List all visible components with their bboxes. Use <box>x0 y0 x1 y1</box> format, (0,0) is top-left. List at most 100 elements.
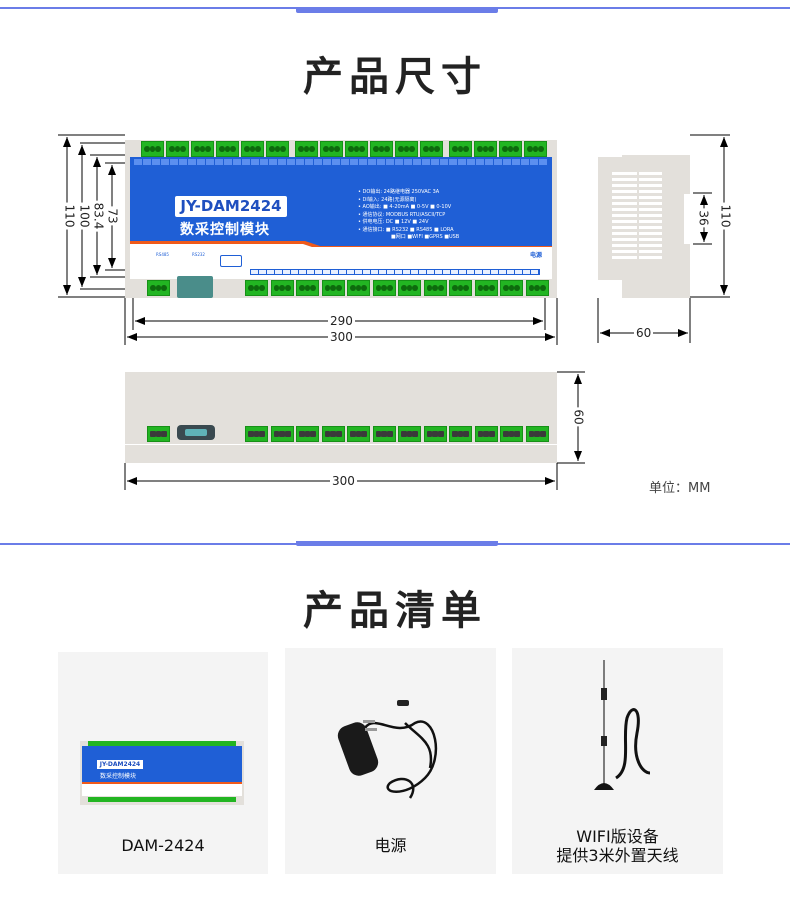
terminal-block <box>270 426 294 442</box>
terminal-block <box>191 141 214 157</box>
terminal-block <box>245 426 268 442</box>
dim-height-73: 73 <box>105 206 120 226</box>
front-terminal-row <box>125 425 557 442</box>
dim-width-290: 290 <box>328 314 355 328</box>
rs485-label: RS485 <box>156 252 169 257</box>
photo-white <box>82 784 242 796</box>
db9-connector-icon <box>177 425 215 440</box>
dim-height-100: 100 <box>77 202 92 230</box>
section-title-package: 产品清单 <box>303 588 487 634</box>
terminal-block <box>141 141 164 157</box>
spec-line: • DI输入: 24路(无源隔离) <box>358 196 417 203</box>
terminal-block <box>321 426 345 442</box>
terminal-block <box>499 141 522 157</box>
bottom-terminal-row <box>125 279 557 297</box>
terminal-block <box>500 280 523 296</box>
ethernet-port-icon <box>220 255 242 267</box>
vent-divider <box>637 172 639 260</box>
terminal-block <box>147 426 170 442</box>
terminal-block <box>347 426 370 442</box>
terminal-block <box>370 141 393 157</box>
dim-side-height-110: 110 <box>718 202 733 230</box>
spec-line: ■网口 ■WIFI ■GPRS ■USB <box>391 234 460 240</box>
package-item-power: 电源 <box>285 648 496 874</box>
spec-list: • DO输出: 24路继电器 250VAC 3A • DI输入: 24路(无源隔… <box>358 189 459 242</box>
terminal-block <box>166 141 189 157</box>
dim-side-slot-36: 36 <box>696 208 711 228</box>
top-terminal-row <box>125 140 557 158</box>
terminal-block <box>320 141 343 157</box>
terminal-block <box>474 426 498 442</box>
section-divider-accent <box>296 7 498 13</box>
dim-side-depth-60: 60 <box>634 326 654 340</box>
terminal-block <box>216 141 239 157</box>
module-blue-panel: JY-DAM2424 数采控制模块 • DO输出: 24路继电器 250VAC … <box>130 157 552 247</box>
terminal-block <box>500 426 523 442</box>
package-item-label-line2: 提供3米外置天线 <box>556 846 679 865</box>
terminal-block <box>295 141 318 157</box>
photo-name-label: 数采控制模块 <box>100 773 137 780</box>
terminal-block <box>266 141 289 157</box>
power-label: 电源 <box>530 252 543 259</box>
model-label-box: JY-DAM2424 <box>175 196 287 217</box>
terminal-block <box>525 426 549 442</box>
terminal-block <box>525 280 549 296</box>
dim-height-110: 110 <box>62 202 77 230</box>
terminal-block <box>398 426 421 442</box>
package-item-module: JY-DAM2424 数采控制模块 DAM-2424 <box>58 652 268 874</box>
terminal-block <box>347 280 370 296</box>
package-item-label: 电源 <box>374 836 407 855</box>
spec-line: • 通信接口: ■ RS232 ■ RS485 ■ LORA <box>358 226 454 233</box>
terminal-block <box>423 426 447 442</box>
photo-terminals <box>88 741 236 746</box>
terminal-block <box>395 141 418 157</box>
module-white-panel: RS485 RS232 电源 <box>130 247 552 279</box>
terminal-block <box>449 141 472 157</box>
antenna-photo <box>594 660 651 790</box>
terminal-block <box>398 280 421 296</box>
din-rail-slot <box>684 194 692 244</box>
terminal-block <box>270 280 294 296</box>
terminal-block <box>372 426 396 442</box>
dim-width-300: 300 <box>328 330 355 344</box>
photo-terminals <box>88 797 236 802</box>
dim-front-width-300: 300 <box>330 474 357 488</box>
photo-model-label: JY-DAM2424 <box>97 760 143 769</box>
terminal-block <box>147 280 170 296</box>
package-item-label: DAM-2424 <box>121 836 205 855</box>
terminal-block <box>296 426 319 442</box>
dim-front-height-60: 60 <box>571 407 586 427</box>
terminal-block <box>372 280 396 296</box>
package-item-antenna: WIFI版设备 提供3米外置天线 <box>512 648 723 874</box>
photo-panel: JY-DAM2424 数采控制模块 <box>82 746 242 782</box>
package-item-label-line1: WIFI版设备 <box>576 827 659 846</box>
terminal-block <box>420 141 443 157</box>
section-title-dimensions: 产品尺寸 <box>303 54 487 100</box>
spec-line: • 通信协议: MODBUS RTU/ASCII/TCP <box>358 211 446 218</box>
spec-line: • DO输出: 24路继电器 250VAC 3A <box>358 189 440 195</box>
db9-connector-icon <box>177 276 213 298</box>
module-name: 数采控制模块 <box>180 222 270 238</box>
terminal-block <box>524 141 547 157</box>
terminal-block <box>345 141 368 157</box>
terminal-block <box>245 280 268 296</box>
terminal-block <box>474 141 497 157</box>
spec-line: • AO输出: ■ 4-20mA ■ 0-5V ■ 0-10V <box>358 204 452 210</box>
power-adapter-photo <box>337 700 438 799</box>
photo-stripe <box>82 782 242 784</box>
unit-label: 单位：MM <box>649 481 711 496</box>
bottom-pin-labels <box>250 269 540 275</box>
front-seam <box>125 444 557 445</box>
terminal-block <box>474 280 498 296</box>
module-front-view <box>125 372 557 463</box>
module-top-view: JY-DAM2424 数采控制模块 • DO输出: 24路继电器 250VAC … <box>125 140 557 298</box>
terminal-block <box>296 280 319 296</box>
terminal-block <box>321 280 345 296</box>
dim-height-83-4: 83.4 <box>91 200 106 232</box>
rs232-label: RS232 <box>192 252 205 257</box>
terminal-block <box>449 280 472 296</box>
terminal-block <box>449 426 472 442</box>
terminal-block <box>241 141 264 157</box>
spec-line: • 供电电压: DC ■ 12V ■ 24V <box>358 219 429 225</box>
top-pin-labels <box>134 159 548 165</box>
